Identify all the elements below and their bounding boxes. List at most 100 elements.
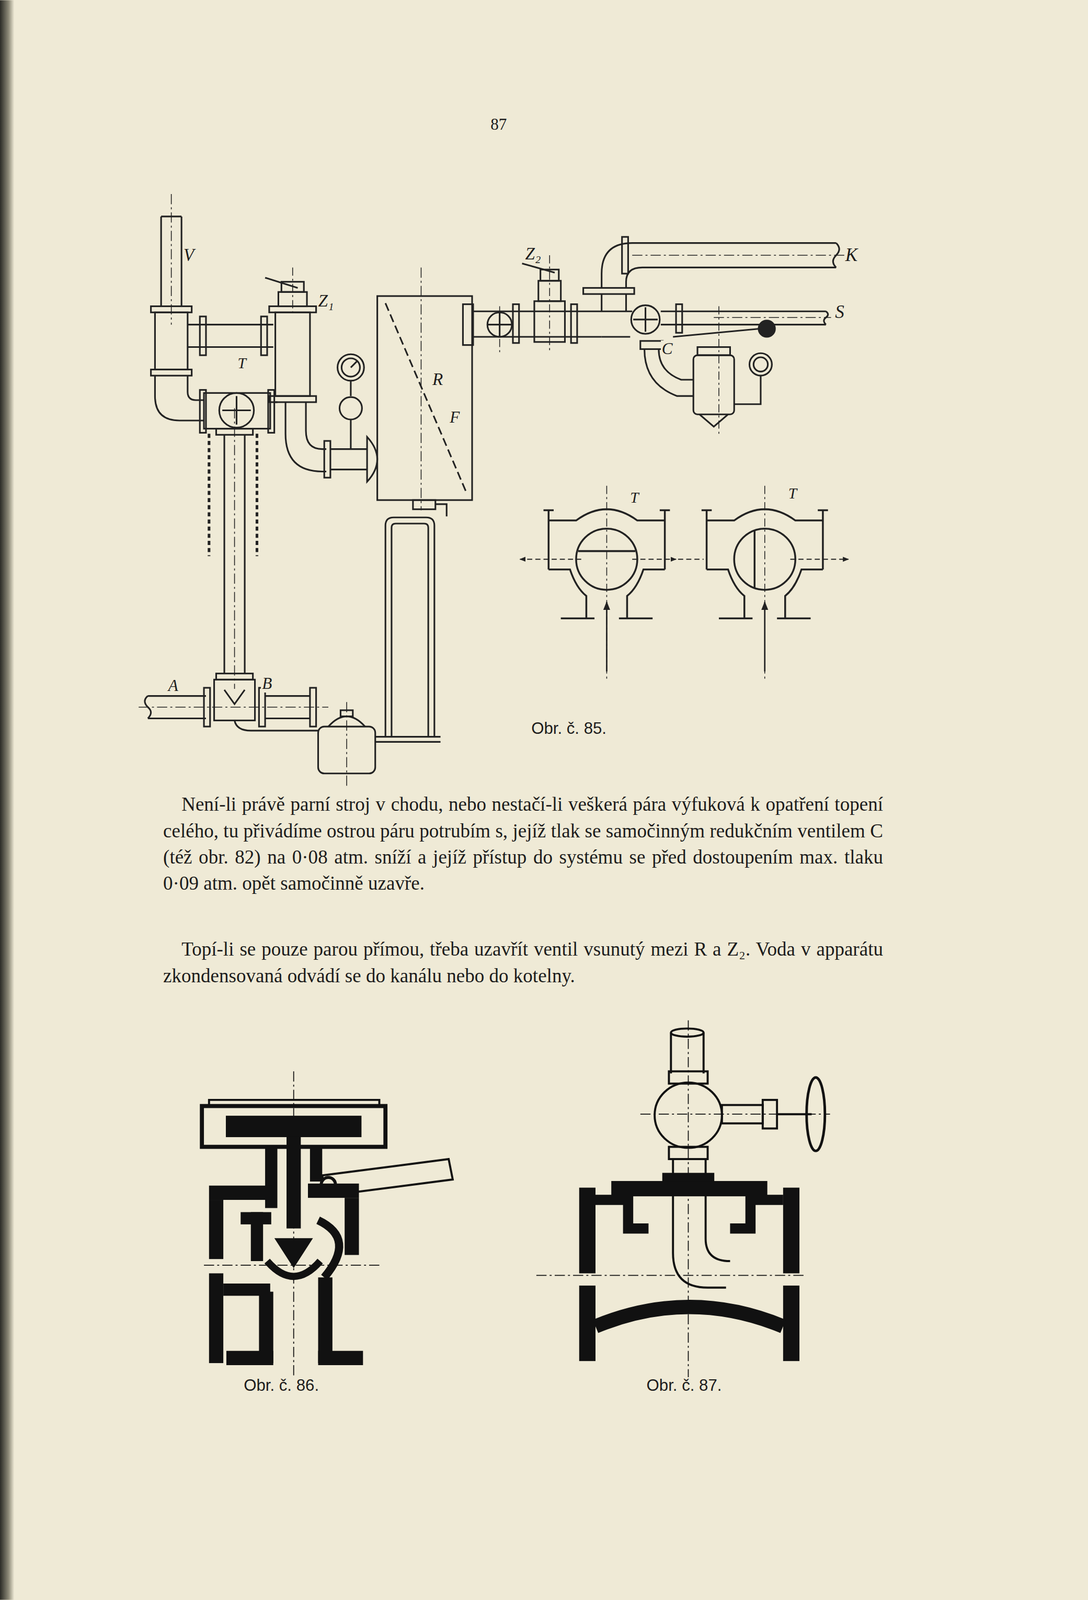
body-text: Není-li právě parní stroj v chodu, nebo … [163, 791, 884, 897]
part-label: B [260, 674, 273, 693]
steam-inlet-section [640, 1113, 831, 1115]
part-label: C [660, 340, 674, 358]
heating-apparatus [601, 335, 631, 338]
valve-section [318, 1350, 364, 1365]
valve-section [344, 1197, 359, 1255]
heating-apparatus [713, 316, 831, 318]
heating-apparatus [349, 380, 352, 396]
heating-apparatus [337, 353, 365, 381]
figure-caption: Obr. č. 85. [530, 719, 608, 738]
steam-inlet-section [670, 1027, 704, 1037]
three-way-cock-section [753, 530, 756, 588]
valve-section [209, 1185, 273, 1200]
heating-apparatus [324, 440, 331, 478]
heating-apparatus [633, 306, 658, 332]
figure-caption: Obr. č. 86. [242, 1376, 320, 1394]
heating-apparatus [268, 389, 275, 433]
heating-apparatus [214, 679, 256, 720]
heating-apparatus [349, 419, 352, 450]
heating-apparatus [151, 369, 192, 376]
steam-inlet-section [536, 1274, 806, 1276]
heating-apparatus [209, 433, 258, 556]
steam-inlet-section [672, 1195, 730, 1288]
valve-section [209, 1199, 224, 1259]
heating-apparatus [435, 504, 447, 517]
three-way-cock-section [678, 485, 849, 682]
heating-apparatus [699, 414, 729, 427]
heating-apparatus [170, 193, 173, 325]
steam-inlet-section [579, 1285, 596, 1361]
heating-apparatus [672, 328, 760, 337]
valve-section [226, 1115, 361, 1137]
valve-section [286, 1136, 301, 1229]
heating-apparatus [330, 449, 368, 470]
three-way-cock-section [763, 601, 766, 672]
heating-apparatus [749, 352, 772, 376]
scan-edge [0, 0, 15, 1599]
heating-apparatus [583, 287, 635, 294]
part-label: Z₂ [523, 244, 542, 263]
heating-apparatus [138, 193, 847, 788]
heating-apparatus [285, 402, 327, 472]
page-number: 87 [489, 116, 508, 134]
heating-apparatus [234, 408, 236, 689]
heating-apparatus [601, 243, 837, 289]
valve-section [318, 1276, 333, 1363]
heating-apparatus [224, 689, 245, 704]
heating-apparatus [420, 267, 422, 510]
three-way-cock-section [605, 601, 608, 672]
valve-section [307, 1183, 360, 1198]
heating-apparatus [385, 517, 435, 737]
part-label: R [431, 370, 444, 389]
heating-apparatus [367, 436, 378, 482]
heating-apparatus [219, 392, 254, 428]
heating-apparatus [260, 316, 268, 355]
part-label: T [628, 489, 640, 506]
valve-section [275, 1238, 313, 1267]
part-label: V [182, 245, 196, 265]
steam-inlet-section [595, 1199, 649, 1229]
steam-inlet-section [783, 1285, 800, 1361]
heating-apparatus [676, 304, 683, 334]
heating-apparatus [154, 312, 188, 370]
valve-section [318, 1219, 340, 1277]
part-label: S [833, 302, 846, 323]
three-way-cock-section [520, 558, 582, 560]
heating-apparatus [339, 396, 362, 420]
heating-apparatus [548, 255, 551, 352]
heating-apparatus [462, 304, 474, 346]
valve-section [201, 1070, 453, 1379]
heating-apparatus [275, 312, 311, 396]
part-label: K [844, 245, 859, 266]
figure-caption: Obr. č. 87. [645, 1376, 724, 1394]
heating-apparatus [222, 395, 251, 425]
steam-inlet-section [611, 1181, 767, 1196]
valve-section [209, 1099, 380, 1105]
heating-apparatus [154, 375, 204, 421]
steam-inlet-section [688, 1020, 690, 1378]
heating-apparatus [472, 311, 633, 337]
valve-section [250, 1211, 263, 1261]
steam-inlet-section [579, 1187, 596, 1274]
heating-apparatus [138, 706, 329, 708]
heating-apparatus [199, 316, 206, 355]
part-label: A [167, 677, 180, 695]
steam-inlet-section [783, 1187, 800, 1274]
heating-apparatus [601, 293, 627, 312]
heating-apparatus [632, 254, 847, 256]
three-way-cock-section [606, 485, 608, 682]
part-label: T [787, 485, 798, 502]
part-label: Z₁ [317, 291, 336, 311]
heating-apparatus [413, 499, 436, 510]
heating-apparatus [753, 357, 768, 372]
heating-apparatus [341, 358, 360, 377]
valve-section [209, 1272, 224, 1363]
heating-apparatus [512, 304, 520, 343]
heating-apparatus [350, 361, 358, 368]
three-way-cock-section [678, 558, 704, 560]
heating-apparatus [499, 306, 501, 353]
heating-apparatus [375, 736, 441, 742]
heating-apparatus [377, 295, 473, 500]
steam-inlet-section [729, 1199, 783, 1229]
